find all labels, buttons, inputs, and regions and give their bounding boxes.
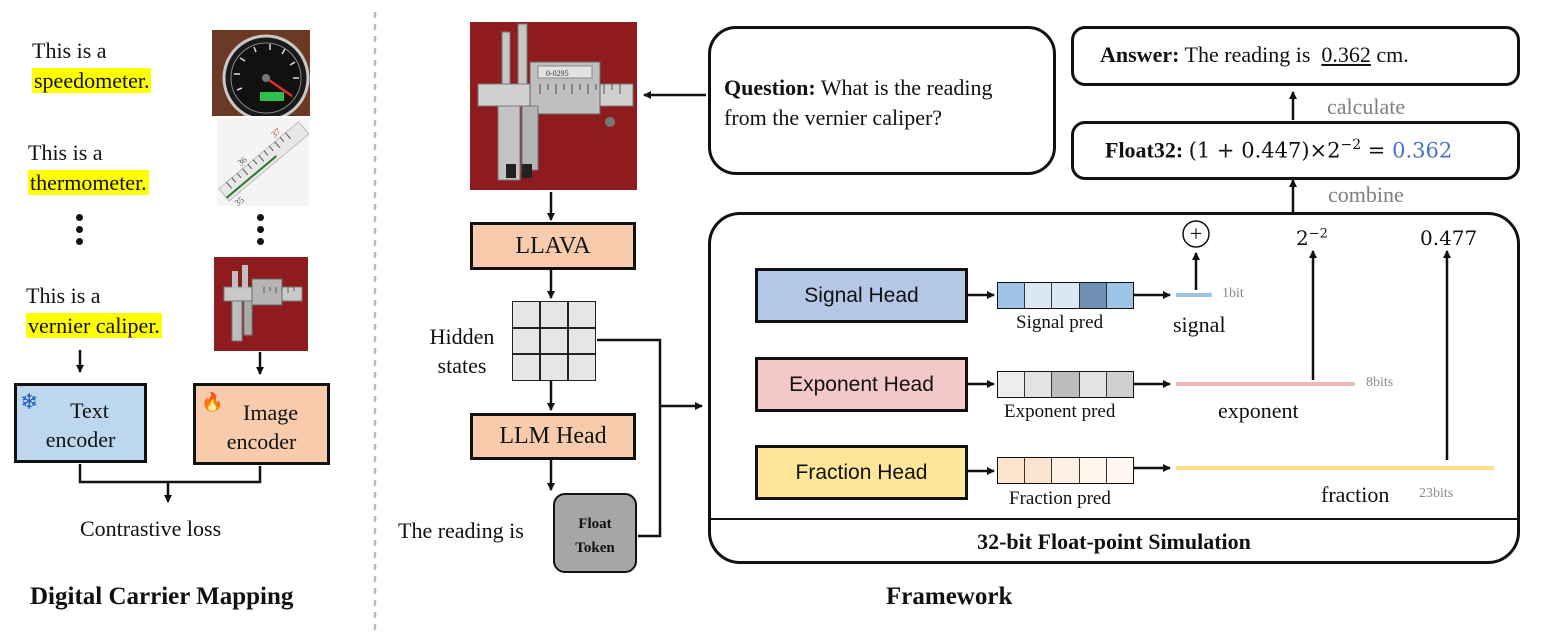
svg-text:35: 35 [233,194,247,206]
combine-label: combine [1328,182,1404,207]
reading-prefix-text: The reading is [398,518,524,543]
vernier-caliper-photo: 0-0295 [470,22,637,190]
float-simulation-panel: 32-bit Float-point Simulation [708,212,1520,564]
loss-join-line [78,464,262,484]
signal-pred-vector [997,282,1134,309]
float32-box: Float32: (1 + 0.447)×2−2 = 0.362 [1071,121,1520,180]
caption-highlight: thermometer. [28,170,149,195]
question-box: Question: What is the reading from the v… [708,26,1056,175]
float32-expression: Float32: (1 + 0.447)×2−2 = 0.362 [1105,137,1453,163]
exponent-pred-label: Exponent pred [1004,401,1116,422]
thermometer-image: 36 37 35 [217,118,309,206]
exponent-pred-vector [997,371,1134,398]
fraction-head-box: Fraction Head [755,445,968,500]
signal-output-label: signal [1173,312,1226,337]
contrastive-loss-label: Contrastive loss [80,516,222,541]
vernier-caliper-image [214,257,308,351]
answer-text: Answer: The reading is 0.362 cm. [1100,42,1409,67]
plus-icon: + [1189,221,1203,246]
signal-bits-label: 1bit [1222,286,1244,301]
text-encoder-box: ❄ Text encoder [14,383,147,463]
ellipsis-vertical-icon [257,214,264,245]
float32-result: 0.362 [1392,138,1453,163]
exponent-head-box: Exponent Head [755,357,968,412]
caption-prefix: This is a [28,140,103,165]
signal-head-box: Signal Head [755,268,968,323]
speedometer-image [212,30,310,116]
text-encoder-label: Text encoder [45,398,116,452]
float-token: Float Token [553,493,637,573]
caption-highlight: vernier caliper. [26,313,162,338]
caption-speedometer: This is a speedometer. [32,36,152,96]
question-text: Question: What is the reading from the v… [724,75,993,130]
hidden-to-sim-line [597,338,662,538]
exponent-bits-label: 8bits [1366,375,1394,390]
answer-box: Answer: The reading is 0.362 cm. [1071,26,1520,86]
calculate-label: calculate [1327,94,1406,119]
plus-circle [1182,220,1210,248]
simulation-divider [711,518,1517,520]
caption-prefix: This is a [26,283,101,308]
signal-pred-label: Signal pred [1016,312,1104,333]
fraction-output-label: fraction [1321,482,1390,507]
hidden-states-label: Hidden states [429,324,495,378]
hidden-states-grid [512,301,596,381]
caption-vernier-caliper: This is a vernier caliper. [26,281,162,341]
caption-highlight: speedometer. [32,68,152,93]
caption-prefix: This is a [32,38,107,63]
fire-icon: 🔥 [201,392,224,412]
caption-thermometer: This is a thermometer. [28,138,149,198]
llm-head-box: LLM Head [470,413,636,460]
fraction-pred-vector [997,457,1134,484]
fraction-head-label: Fraction Head [795,461,928,484]
llava-box: LLAVA [470,222,636,270]
simulation-title: 32-bit Float-point Simulation [977,529,1251,554]
exponent-head-label: Exponent Head [789,373,934,396]
llm-head-label: LLM Head [499,423,607,449]
svg-text:0-0295: 0-0295 [546,69,569,78]
exponent-value: 2−2 [1296,226,1328,250]
signal-head-label: Signal Head [804,284,919,307]
image-encoder-box: 🔥 Image encoder [193,383,330,465]
exponent-output-label: exponent [1218,398,1299,423]
fraction-bits-label: 23bits [1419,486,1454,501]
ellipsis-vertical-icon [76,214,83,245]
snowflake-icon: ❄ [20,389,39,414]
answer-value: 0.362 [1321,42,1371,67]
section-title-digital-carrier-mapping: Digital Carrier Mapping [30,583,294,610]
image-encoder-label: Image encoder [226,400,298,454]
llava-label: LLAVA [515,233,591,259]
fraction-pred-label: Fraction pred [1009,488,1111,509]
section-title-framework: Framework [886,583,1013,610]
fraction-value: 0.477 [1420,226,1478,250]
